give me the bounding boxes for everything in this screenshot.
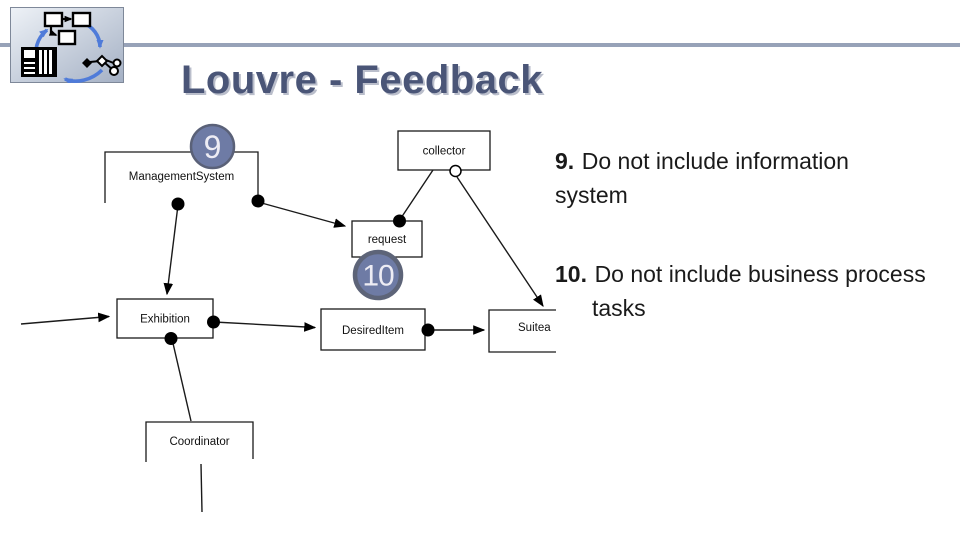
- edge-managementsystem-to-exhibition: [163, 204, 179, 296]
- node-collector: [397, 130, 491, 171]
- node-suitable-item: [488, 309, 556, 353]
- node-label-desired-item: DesiredItem: [342, 325, 404, 337]
- node-exhibition: [116, 298, 214, 339]
- node-label-collector: collector: [423, 146, 466, 158]
- table-icon: [21, 47, 57, 77]
- node-label-management-system: ManagementSystem: [129, 171, 234, 183]
- badge-9-circle: [189, 123, 236, 170]
- badge-10-circle: [352, 249, 404, 301]
- edge-collector-to-request: [400, 169, 434, 219]
- junction-dot: [171, 197, 185, 211]
- network-graph-icon: [82, 54, 122, 76]
- feedback-badge-10: 10: [352, 249, 404, 301]
- node-management-system: [104, 151, 259, 203]
- process-cycle-logo: [10, 7, 124, 86]
- node-label-request: request: [368, 234, 407, 246]
- slide-title: Louvre - Feedback: [181, 58, 543, 102]
- process-cycle-logo-svg: [10, 7, 124, 86]
- feedback-note-9: 9.Do not include information system: [555, 144, 923, 212]
- feedback-note-10: 10.Do not include business process tasks: [555, 257, 960, 325]
- feedback-note-9-number: 9.: [555, 148, 575, 174]
- node-label-coordinator: Coordinator: [169, 436, 229, 448]
- feedback-badge-9: 9: [189, 123, 236, 170]
- divider-rule: [0, 43, 960, 47]
- junction-dot: [207, 315, 220, 329]
- feedback-note-10-text: Do not include business process tasks: [592, 261, 926, 321]
- open-port-circle: [449, 164, 462, 178]
- junction-dots: [164, 194, 435, 345]
- node-coordinator: [145, 421, 254, 462]
- node-request: [351, 220, 423, 258]
- edge-exhibition-to-desireditem: [213, 321, 317, 332]
- junction-dot: [393, 214, 406, 228]
- node-label-exhibition: Exhibition: [140, 314, 190, 326]
- junction-dot: [251, 194, 265, 208]
- edge-managementsystem-to-request: [257, 201, 347, 228]
- badge-9-label: 9: [204, 129, 222, 165]
- node-desired-item: [320, 308, 426, 351]
- junction-dot: [421, 323, 435, 337]
- node-label-suitable-item: Suitea: [518, 322, 551, 334]
- flowchart-icon: [43, 11, 92, 46]
- edge-exhibition-to-coordinator: [171, 338, 192, 422]
- feedback-note-9-text: Do not include information system: [555, 148, 849, 208]
- feedback-note-10-number: 10.: [555, 261, 587, 287]
- diagram-nodes: [104, 130, 556, 462]
- edge-into-exhibition-left: [20, 312, 111, 325]
- diagram-node-labels: ManagementSystem collector request Exhib…: [129, 146, 551, 449]
- edge-coordinator-down: [200, 463, 203, 513]
- edge-collector-to-suitableitem: [456, 176, 544, 307]
- diagram-connectors: [20, 169, 544, 513]
- badge-10-label: 10: [362, 260, 394, 293]
- junction-dot: [164, 332, 178, 345]
